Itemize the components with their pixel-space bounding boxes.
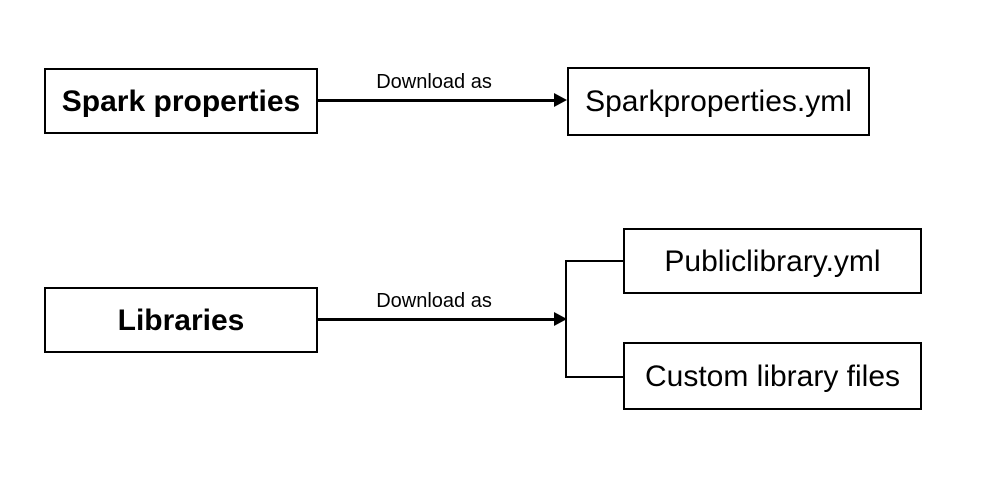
node-sparkproperties-yml-label: Sparkproperties.yml [585,85,852,118]
arrowhead-icon [554,312,567,326]
branch-connector-vertical [565,260,567,378]
node-sparkproperties-yml: Sparkproperties.yml [567,67,870,136]
node-custom-library-files: Custom library files [623,342,922,410]
arrow-line-libraries-to-branch [318,318,556,321]
edge-label-download-as-2: Download as [376,290,492,312]
node-publiclibrary-yml: Publiclibrary.yml [623,228,922,294]
edge-label-download-as-1: Download as [376,71,492,93]
branch-connector-bottom-stub [565,376,623,378]
node-libraries: Libraries [44,287,318,353]
node-spark-properties: Spark properties [44,68,318,134]
node-libraries-label: Libraries [117,303,245,337]
arrow-line-spark-to-yml [318,99,556,102]
node-custom-library-files-label: Custom library files [644,359,901,393]
node-publiclibrary-yml-label: Publiclibrary.yml [664,244,881,278]
arrowhead-icon [554,93,567,107]
node-spark-properties-label: Spark properties [61,84,301,118]
branch-connector-top-stub [565,260,623,262]
